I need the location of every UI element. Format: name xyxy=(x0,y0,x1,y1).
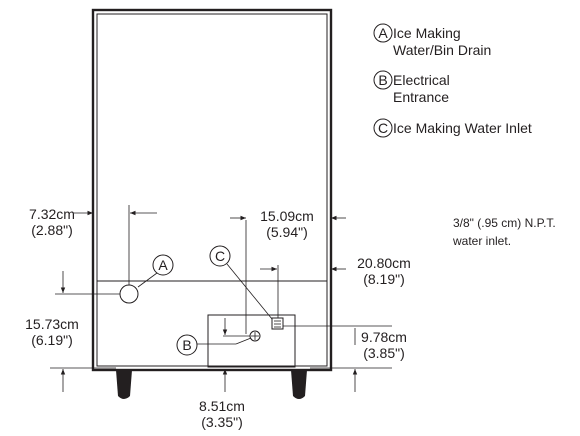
svg-text:water inlet.: water inlet. xyxy=(452,234,511,248)
dimension-electrical-horizontal: 15.09cm (5.94") xyxy=(230,208,346,334)
svg-text:B: B xyxy=(378,72,387,88)
callout-c: C xyxy=(209,245,273,320)
svg-text:Entrance: Entrance xyxy=(393,89,449,105)
svg-text:Ice Making: Ice Making xyxy=(393,25,461,41)
legend-item-b: B Electrical Entrance xyxy=(373,70,450,105)
dimension-water-inlet-vertical: 9.78cm (3.85") xyxy=(283,325,407,392)
legend-item-c: C Ice Making Water Inlet xyxy=(373,118,532,138)
svg-text:(3.35"): (3.35") xyxy=(201,414,243,430)
callout-a: A xyxy=(137,254,174,288)
service-panel xyxy=(207,314,296,368)
svg-text:(6.19"): (6.19") xyxy=(31,332,73,348)
svg-text:(3.85"): (3.85") xyxy=(363,345,405,361)
drain-connection xyxy=(119,284,139,304)
dimension-water-inlet-horizontal: 20.80cm (8.19") xyxy=(260,255,411,318)
leg-right xyxy=(291,370,307,399)
svg-text:(8.19"): (8.19") xyxy=(363,271,405,287)
dimension-electrical-vertical xyxy=(222,318,250,392)
svg-text:15.09cm: 15.09cm xyxy=(260,208,314,224)
svg-text:Ice Making Water Inlet: Ice Making Water Inlet xyxy=(393,120,532,136)
cabinet xyxy=(91,8,333,372)
svg-text:3/8" (.95 cm) N.P.T.: 3/8" (.95 cm) N.P.T. xyxy=(453,216,556,230)
svg-text:A: A xyxy=(378,25,388,41)
svg-text:C: C xyxy=(215,248,225,264)
svg-text:(2.88"): (2.88") xyxy=(31,222,73,238)
dimension-drain-horizontal: 7.32cm (2.88") xyxy=(29,205,157,285)
dimension-drain-vertical: 15.73cm (6.19") xyxy=(25,271,120,392)
svg-text:A: A xyxy=(158,257,168,273)
svg-text:C: C xyxy=(378,120,388,136)
svg-text:15.73cm: 15.73cm xyxy=(25,316,79,332)
svg-text:20.80cm: 20.80cm xyxy=(357,255,411,271)
legend-item-a: A Ice Making Water/Bin Drain xyxy=(373,23,491,58)
svg-text:9.78cm: 9.78cm xyxy=(361,329,407,345)
svg-text:7.32cm: 7.32cm xyxy=(29,206,75,222)
svg-text:8.51cm: 8.51cm xyxy=(199,398,245,414)
svg-text:Water/Bin Drain: Water/Bin Drain xyxy=(393,42,491,58)
callout-b: B xyxy=(176,334,252,356)
leg-left xyxy=(116,370,132,399)
svg-text:B: B xyxy=(182,337,191,353)
svg-text:Electrical: Electrical xyxy=(393,72,450,88)
svg-text:(5.94"): (5.94") xyxy=(266,224,308,240)
water-inlet-note: 3/8" (.95 cm) N.P.T. water inlet. xyxy=(452,216,556,248)
dimension-electrical-height-label: 8.51cm (3.35") xyxy=(199,398,245,430)
water-inlet-connection xyxy=(271,317,284,330)
